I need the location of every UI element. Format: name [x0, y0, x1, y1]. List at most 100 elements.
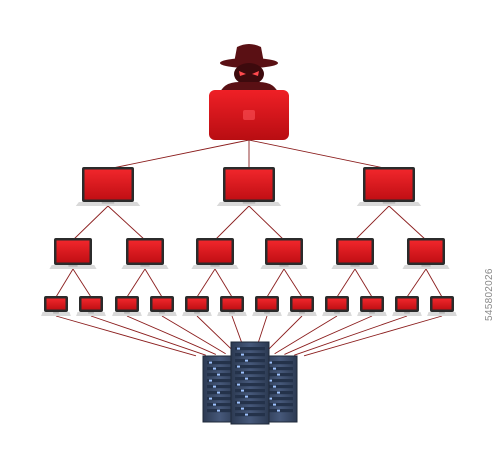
laptop-notch: [350, 265, 360, 267]
connection-line: [126, 315, 217, 355]
server-led: [213, 403, 216, 406]
connection-line: [214, 268, 233, 298]
server-slot: [267, 397, 293, 401]
connection-lines: [55, 139, 443, 357]
connection-line: [90, 315, 206, 356]
laptop-back-icon: [209, 90, 289, 140]
laptop-icon: [260, 238, 308, 269]
laptop-screen: [397, 298, 417, 310]
laptop-screen: [56, 240, 90, 263]
laptop-icon: [41, 296, 71, 316]
laptop-notch: [264, 312, 270, 314]
laptop-screen: [338, 240, 372, 263]
laptop-base: [112, 312, 142, 316]
laptop-icon: [147, 296, 177, 316]
laptop-screen: [128, 240, 162, 263]
laptop-notch: [140, 265, 150, 267]
laptop-screen: [187, 298, 207, 310]
laptop-notch: [53, 312, 59, 314]
server-led: [277, 373, 280, 376]
connection-line: [144, 268, 163, 298]
laptop-icon: [287, 296, 317, 316]
server-led: [241, 353, 244, 356]
connection-line: [284, 315, 373, 355]
server-led: [277, 391, 280, 394]
laptop-notch: [369, 312, 375, 314]
connection-line: [107, 139, 250, 170]
laptop-screen: [432, 298, 452, 310]
laptop-icon: [216, 167, 282, 206]
laptop-icon: [217, 296, 247, 316]
laptop-notch: [101, 202, 115, 204]
server-led: [237, 365, 240, 368]
laptop-notch: [279, 265, 289, 267]
laptop-screen: [152, 298, 172, 310]
server-slot: [207, 397, 233, 401]
server-led: [273, 367, 276, 370]
server-led: [245, 413, 248, 416]
server-led: [213, 385, 216, 388]
laptop-base: [75, 202, 141, 206]
connection-line: [126, 268, 146, 298]
server-slot: [235, 347, 265, 351]
laptop-notch: [229, 312, 235, 314]
laptop-screen: [84, 169, 132, 200]
server-led: [273, 385, 276, 388]
server-slot: [235, 371, 265, 375]
laptop-screen: [327, 298, 347, 310]
server-slot: [267, 385, 293, 389]
connection-line: [283, 268, 303, 298]
server-slot: [235, 389, 265, 393]
laptop-base: [191, 265, 239, 269]
server-slot: [267, 379, 293, 383]
server-led: [209, 397, 212, 400]
laptop-base: [402, 265, 450, 269]
laptop-base: [49, 265, 97, 269]
server-led: [213, 367, 216, 370]
laptop-base: [147, 312, 177, 316]
server-led: [209, 361, 212, 364]
laptop-base: [331, 265, 379, 269]
laptop-icon: [331, 238, 379, 269]
laptop-icon: [402, 238, 450, 269]
laptop-icon: [76, 296, 106, 316]
laptop-screen: [365, 169, 413, 200]
connection-line: [72, 268, 92, 298]
laptop-base: [357, 312, 387, 316]
laptop-icon: [392, 296, 422, 316]
connection-line: [55, 315, 197, 357]
connection-line: [406, 268, 427, 298]
laptop-notch: [299, 312, 305, 314]
server-slot: [267, 361, 293, 365]
connection-line: [274, 315, 338, 355]
laptop-icon: [357, 296, 387, 316]
connection-line: [266, 268, 285, 298]
laptop-base: [427, 312, 457, 316]
laptop-icon: [356, 167, 422, 206]
laptop-notch: [439, 312, 445, 314]
server-led: [237, 347, 240, 350]
server-led: [273, 403, 276, 406]
server-led: [217, 409, 220, 412]
server-led: [245, 395, 248, 398]
hat-crown: [234, 44, 264, 63]
server-slot: [235, 383, 265, 387]
stock-id: 545802026: [484, 268, 495, 322]
server-led: [241, 407, 244, 410]
laptop-notch: [242, 202, 256, 204]
server-led: [241, 389, 244, 392]
connection-line: [354, 268, 373, 298]
server-slot: [235, 365, 265, 369]
device-nodes: [41, 44, 457, 425]
server-slot: [235, 353, 265, 357]
server-slot: [207, 403, 233, 407]
laptop-icon: [75, 167, 141, 206]
laptop-icon: [121, 238, 169, 269]
laptop-base: [252, 312, 282, 316]
server-slot: [207, 361, 233, 365]
server-slot: [235, 359, 265, 363]
server-led: [209, 379, 212, 382]
connection-line: [214, 205, 250, 241]
laptop-screen: [409, 240, 443, 263]
laptop-screen: [362, 298, 382, 310]
